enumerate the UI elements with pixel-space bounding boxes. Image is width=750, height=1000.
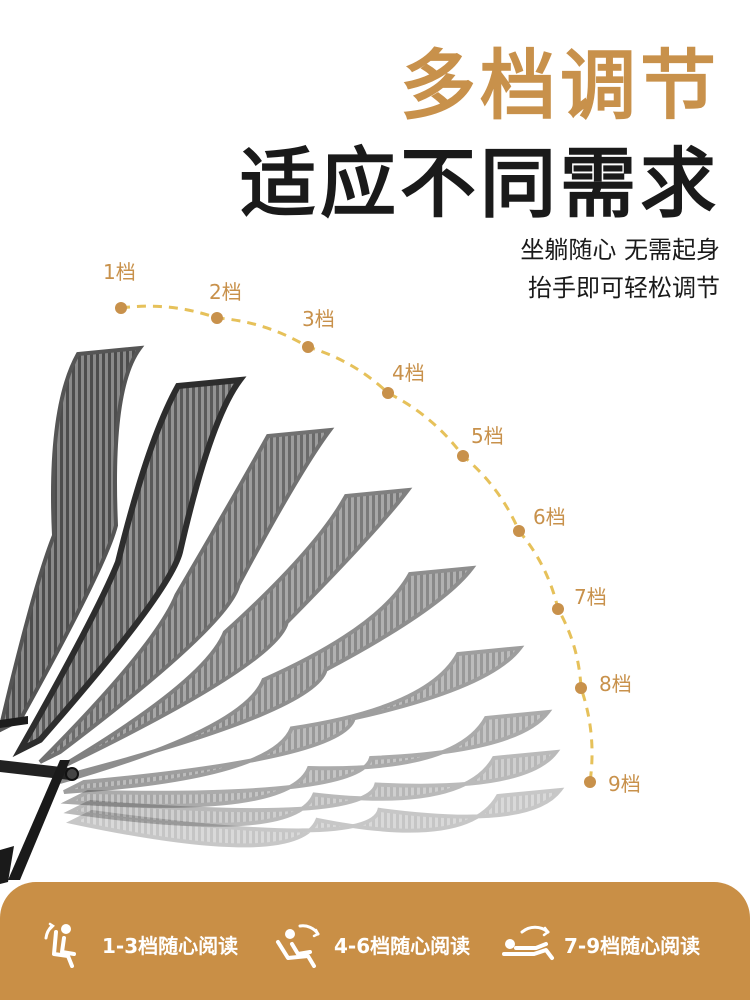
- backrest-position-5: [59, 565, 477, 784]
- gear-label-4: 4档: [392, 361, 425, 385]
- gear-label-7: 7档: [574, 585, 607, 609]
- backrest-position-2: [12, 376, 247, 758]
- gear-dot-1: [115, 302, 127, 314]
- gear-label-6: 6档: [533, 505, 566, 529]
- mode-reclined: 4-6档随心阅读: [270, 916, 470, 972]
- gear-label-2: 2档: [209, 280, 242, 304]
- gear-label-9: 9档: [608, 772, 641, 796]
- reclined-sitting-icon: [276, 924, 320, 968]
- gear-label-1: 1档: [103, 260, 136, 284]
- subtitle-line-1: 坐躺随心 无需起身: [520, 236, 720, 264]
- mode-upright: 1-3档随心阅读: [38, 916, 238, 972]
- gear-dot-7: [552, 603, 564, 615]
- gear-dot-6: [513, 525, 525, 537]
- backrest-position-1: [0, 345, 145, 733]
- chair-frame: [0, 716, 79, 884]
- gear-dot-8: [575, 682, 587, 694]
- backrest-position-4: [50, 487, 413, 774]
- backrest-position-8: [63, 749, 561, 827]
- headline-secondary: 适应不同需求: [240, 139, 720, 228]
- subtitle-line-2: 抬手即可轻松调节: [528, 274, 720, 302]
- lying-flat-icon: [502, 925, 554, 960]
- backrest-position-3: [38, 427, 335, 764]
- mode-lying-label: 7-9档随心阅读: [564, 933, 701, 958]
- mode-lying: 7-9档随心阅读: [500, 916, 700, 972]
- mode-reclined-label: 4-6档随心阅读: [334, 933, 471, 958]
- headline-primary: 多档调节: [400, 41, 720, 130]
- gear-dot-4: [382, 387, 394, 399]
- mode-upright-label: 1-3档随心阅读: [102, 933, 239, 958]
- gear-label-5: 5档: [471, 424, 504, 448]
- gear-label-3: 3档: [302, 307, 335, 331]
- gear-dot-2: [211, 312, 223, 324]
- gear-label-8: 8档: [599, 672, 632, 696]
- bottom-mode-bar: [0, 882, 750, 1000]
- backrest-position-7: [60, 709, 553, 808]
- gear-dot-5: [457, 450, 469, 462]
- upright-sitting-icon: [44, 922, 76, 968]
- gear-dot-3: [302, 341, 314, 353]
- gear-dot-9: [584, 776, 596, 788]
- backrest-position-9: [65, 787, 565, 848]
- backrest-position-6: [63, 645, 525, 794]
